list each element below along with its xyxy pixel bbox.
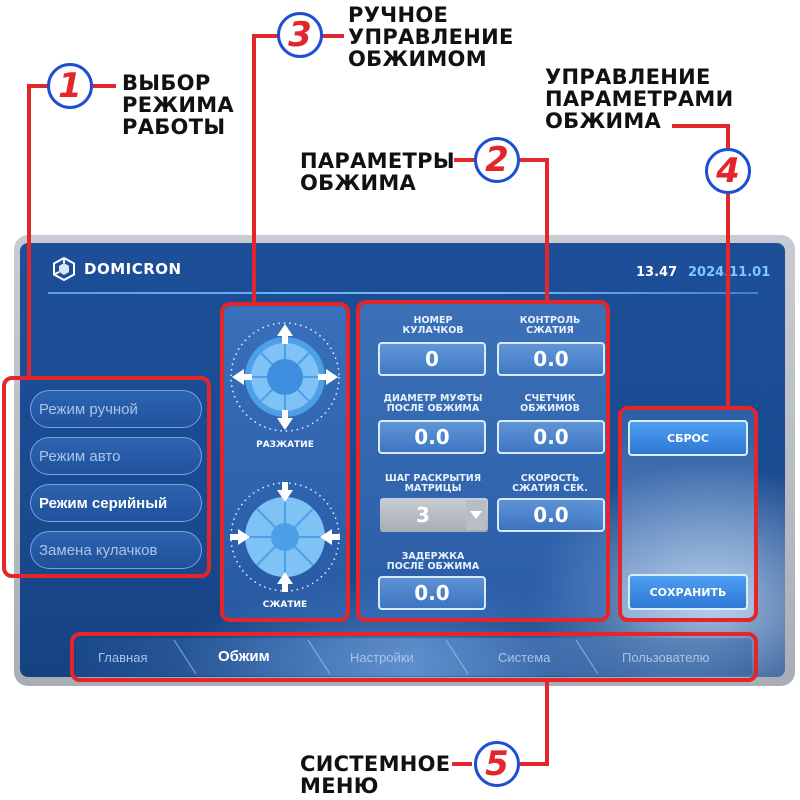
compression-speed-label: СКОРОСТЬ СЖАТИЯ СЕК. xyxy=(512,473,588,494)
compression-speed-field[interactable]: 0.0 xyxy=(497,498,605,532)
cam-number-field[interactable]: 0 xyxy=(378,342,486,376)
callout-badge-4: 4 xyxy=(705,148,751,194)
clock-time: 13.47 xyxy=(636,265,678,280)
header-divider xyxy=(48,292,758,294)
sleeve-diameter-field[interactable]: 0.0 xyxy=(378,420,486,454)
mode-manual-button[interactable]: Режим ручной xyxy=(30,390,202,428)
mode-label: Режим ручной xyxy=(39,400,138,418)
nav-tab-crimp[interactable]: Обжим xyxy=(218,648,270,665)
close-label: СЖАТИЕ xyxy=(262,600,308,610)
leader-line xyxy=(452,762,472,766)
callout-frame-actions xyxy=(618,406,758,622)
callout-text-5: СИСТЕМНОЕ МЕНЮ xyxy=(300,752,451,798)
nav-dividers xyxy=(173,639,599,675)
mode-label: Режим серийный xyxy=(39,494,168,512)
callout-frame-manual xyxy=(220,302,350,622)
callout-badge-3: 3 xyxy=(277,12,323,58)
callout-text-3: РУЧНОЕ УПРАВЛЕНИЕ ОБЖИМОМ xyxy=(348,3,514,71)
callout-text-4: УПРАВЛЕНИЕ ПАРАМЕТРАМИ ОБЖИМА xyxy=(545,65,734,133)
callout-text-1: ВЫБОР РЕЖИМА РАБОТЫ xyxy=(122,71,234,139)
leader-line xyxy=(726,194,730,408)
cam-number-label: НОМЕР КУЛАЧКОВ xyxy=(402,315,464,336)
mode-cam-change-button[interactable]: Замена кулачков xyxy=(30,531,202,569)
nav-tab-home[interactable]: Главная xyxy=(98,650,148,665)
nav-tab-settings[interactable]: Настройки xyxy=(350,650,414,665)
callout-badge-1: 1 xyxy=(47,63,93,109)
crimp-counter-field[interactable]: 0.0 xyxy=(497,420,605,454)
mode-auto-button[interactable]: Режим авто xyxy=(30,437,202,475)
matrix-step-label: ШАГ РАСКРЫТИЯ МАТРИЦЫ xyxy=(384,473,482,494)
leader-line xyxy=(252,34,278,38)
domicron-logo-icon xyxy=(53,257,75,281)
nav-tab-system[interactable]: Система xyxy=(498,650,551,665)
delay-label: ЗАДЕРЖКА ПОСЛЕ ОБЖИМА xyxy=(386,551,480,572)
open-jog-control[interactable] xyxy=(226,318,344,436)
sleeve-diameter-label: ДИАМЕТР МУФТЫ ПОСЛЕ ОБЖИМА xyxy=(383,393,483,414)
nav-tab-user[interactable]: Пользователю xyxy=(622,650,710,665)
leader-line xyxy=(322,34,344,38)
mode-serial-button[interactable]: Режим серийный xyxy=(30,484,202,522)
callout-badge-5: 5 xyxy=(474,741,520,787)
delay-field[interactable]: 0.0 xyxy=(378,576,486,610)
leader-line xyxy=(545,680,549,766)
matrix-step-value: 3 xyxy=(416,503,430,527)
leader-line xyxy=(520,158,549,162)
callout-badge-2: 2 xyxy=(474,137,520,183)
leader-line xyxy=(90,84,116,88)
mode-label: Замена кулачков xyxy=(39,541,158,559)
leader-line xyxy=(27,84,49,88)
system-menu-bar xyxy=(76,638,752,676)
leader-line xyxy=(520,762,549,766)
crimp-counter-label: СЧЕТЧИК ОБЖИМОВ xyxy=(520,393,580,414)
chevron-down-icon[interactable] xyxy=(466,500,486,530)
leader-line xyxy=(27,84,31,378)
leader-line xyxy=(252,34,256,304)
open-label: РАЗЖАТИЕ xyxy=(256,440,314,450)
brand-logo: DOMICRON xyxy=(52,257,182,281)
leader-line xyxy=(726,124,730,148)
mode-label: Режим авто xyxy=(39,447,121,465)
leader-line xyxy=(672,124,730,128)
callout-text-2: ПАРАМЕТРЫ ОБЖИМА xyxy=(300,149,455,195)
close-jog-control[interactable] xyxy=(226,478,344,596)
matrix-step-select[interactable]: 3 xyxy=(380,498,488,532)
reset-button[interactable]: СБРОС xyxy=(628,420,748,456)
callout-frame-mode xyxy=(2,376,211,578)
brand-name: DOMICRON xyxy=(84,260,182,278)
leader-line xyxy=(545,158,549,302)
save-button[interactable]: СОХРАНИТЬ xyxy=(628,574,748,610)
compression-control-field[interactable]: 0.0 xyxy=(497,342,605,376)
compression-control-label: КОНТРОЛЬ СЖАТИЯ xyxy=(519,315,581,336)
leader-line xyxy=(454,158,474,162)
callout-frame-menu xyxy=(70,632,758,682)
callout-frame-params xyxy=(356,300,610,622)
